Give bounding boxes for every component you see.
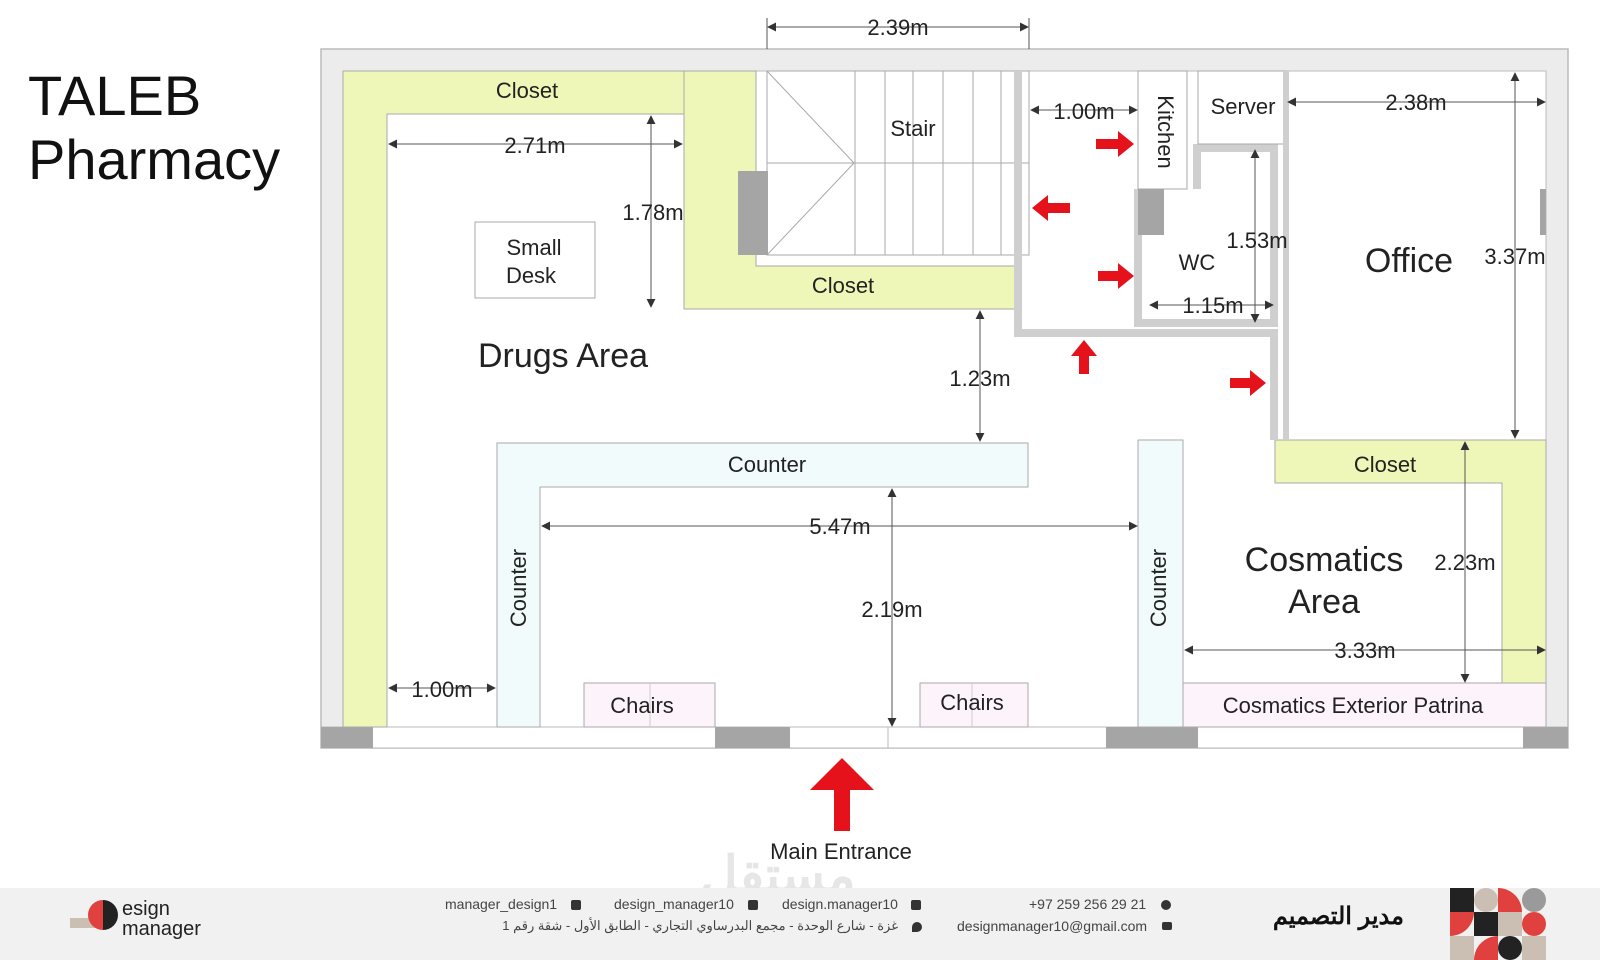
- wc-column: [1138, 189, 1164, 235]
- dim-corridor-width: 1.00m: [1053, 99, 1114, 124]
- whatsapp-icon: [1161, 900, 1171, 910]
- label-main-entrance: Main Entrance: [770, 839, 912, 864]
- email-address[interactable]: designmanager10@gmail.com: [957, 918, 1148, 934]
- label-closet-mid: Closet: [812, 273, 874, 298]
- arrow-right-3: [1230, 370, 1266, 396]
- label-server: Server: [1211, 94, 1276, 119]
- dim-aisle: 1.23m: [949, 366, 1010, 391]
- arrow-main-entrance: [810, 758, 874, 831]
- counter-right-block: [1137, 439, 1184, 728]
- label-closet-right: Closet: [1354, 452, 1416, 477]
- dim-office-height: 3.37m: [1484, 244, 1545, 269]
- column-2: [715, 727, 790, 748]
- logo-text-2: manager: [122, 918, 201, 940]
- corridor-wall: [1014, 71, 1278, 440]
- label-drugs-area: Drugs Area: [478, 337, 648, 375]
- logo-bar: [70, 918, 108, 928]
- facebook-handle[interactable]: design.manager10: [782, 896, 898, 912]
- label-office: Office: [1365, 242, 1453, 280]
- dim-entrance-depth: 2.19m: [861, 597, 922, 622]
- label-small-desk-2: Desk: [506, 263, 557, 288]
- front-wall-strip: [320, 726, 1569, 749]
- location-icon: [912, 922, 922, 932]
- label-patrina: Cosmatics Exterior Patrina: [1223, 693, 1484, 718]
- facebook-icon: [911, 900, 921, 910]
- office-column: [1540, 189, 1546, 235]
- instagram-icon: [748, 900, 758, 910]
- dim-drugs-height: 1.78m: [622, 200, 683, 225]
- twitter-handle[interactable]: manager_design1: [445, 896, 558, 912]
- label-kitchen: Kitchen: [1153, 95, 1178, 168]
- dim-cosm-width: 3.33m: [1334, 638, 1395, 663]
- small-desk: [474, 221, 596, 299]
- brand-mosaic: [1450, 888, 1546, 960]
- wc-wall: [1134, 144, 1278, 327]
- stair-column: [738, 171, 768, 255]
- arrow-up-1: [1071, 340, 1097, 374]
- column-1: [321, 727, 373, 748]
- logo-text-1: esign: [122, 898, 170, 920]
- logo-icon: [88, 900, 118, 930]
- label-counter-left: Counter: [506, 549, 531, 627]
- flow-arrows: [810, 131, 1266, 831]
- footer: esign manager manager_design1 design_man…: [0, 888, 1600, 960]
- stair-steps: [766, 70, 1029, 256]
- label-closet-top: Closet: [496, 78, 558, 103]
- kitchen: [1137, 70, 1188, 190]
- arrow-right-1: [1096, 131, 1134, 157]
- title-line-2: Pharmacy: [28, 128, 281, 191]
- dim-counter-span: 5.47m: [809, 514, 870, 539]
- title-line-1: TALEB: [28, 64, 202, 127]
- twitter-icon: [571, 900, 581, 910]
- dim-drugs-width: 2.71m: [504, 133, 565, 158]
- dim-office-width: 2.38m: [1385, 90, 1446, 115]
- label-chairs-right: Chairs: [940, 690, 1004, 715]
- label-small-desk-1: Small: [506, 235, 561, 260]
- instagram-handle[interactable]: design_manager10: [614, 896, 734, 912]
- column-4: [1523, 727, 1568, 748]
- label-cosmatics-1: Cosmatics: [1245, 541, 1404, 579]
- counter-l: [496, 442, 1029, 728]
- arrow-left-1: [1032, 195, 1070, 221]
- brand-arabic: مدير التصميم: [1272, 903, 1404, 930]
- label-counter-top: Counter: [728, 452, 806, 477]
- address: غزة - شارع الوحدة - مجمع البدرساوي التجا…: [502, 918, 898, 933]
- chairs-right: [919, 682, 1029, 728]
- dim-top-width: 2.39m: [867, 15, 928, 40]
- dim-wc-height: 1.53m: [1226, 228, 1287, 253]
- label-chairs-left: Chairs: [610, 693, 674, 718]
- dim-cosm-height: 2.23m: [1434, 550, 1495, 575]
- arrow-right-2: [1098, 263, 1134, 289]
- phone-number[interactable]: +97 259 256 29 21: [1029, 896, 1147, 912]
- column-3: [1106, 727, 1198, 748]
- label-wc: WC: [1179, 250, 1216, 275]
- dimension-lines: [388, 18, 1546, 727]
- dim-wc-width: 1.15m: [1182, 293, 1243, 318]
- patrina: [1182, 682, 1547, 728]
- label-stair: Stair: [890, 116, 935, 141]
- mail-icon: [1162, 922, 1172, 930]
- label-counter-right: Counter: [1146, 549, 1171, 627]
- title-block: TALEB Pharmacy: [28, 64, 280, 192]
- dim-left-gap: 1.00m: [411, 677, 472, 702]
- label-cosmatics-2: Area: [1288, 583, 1360, 621]
